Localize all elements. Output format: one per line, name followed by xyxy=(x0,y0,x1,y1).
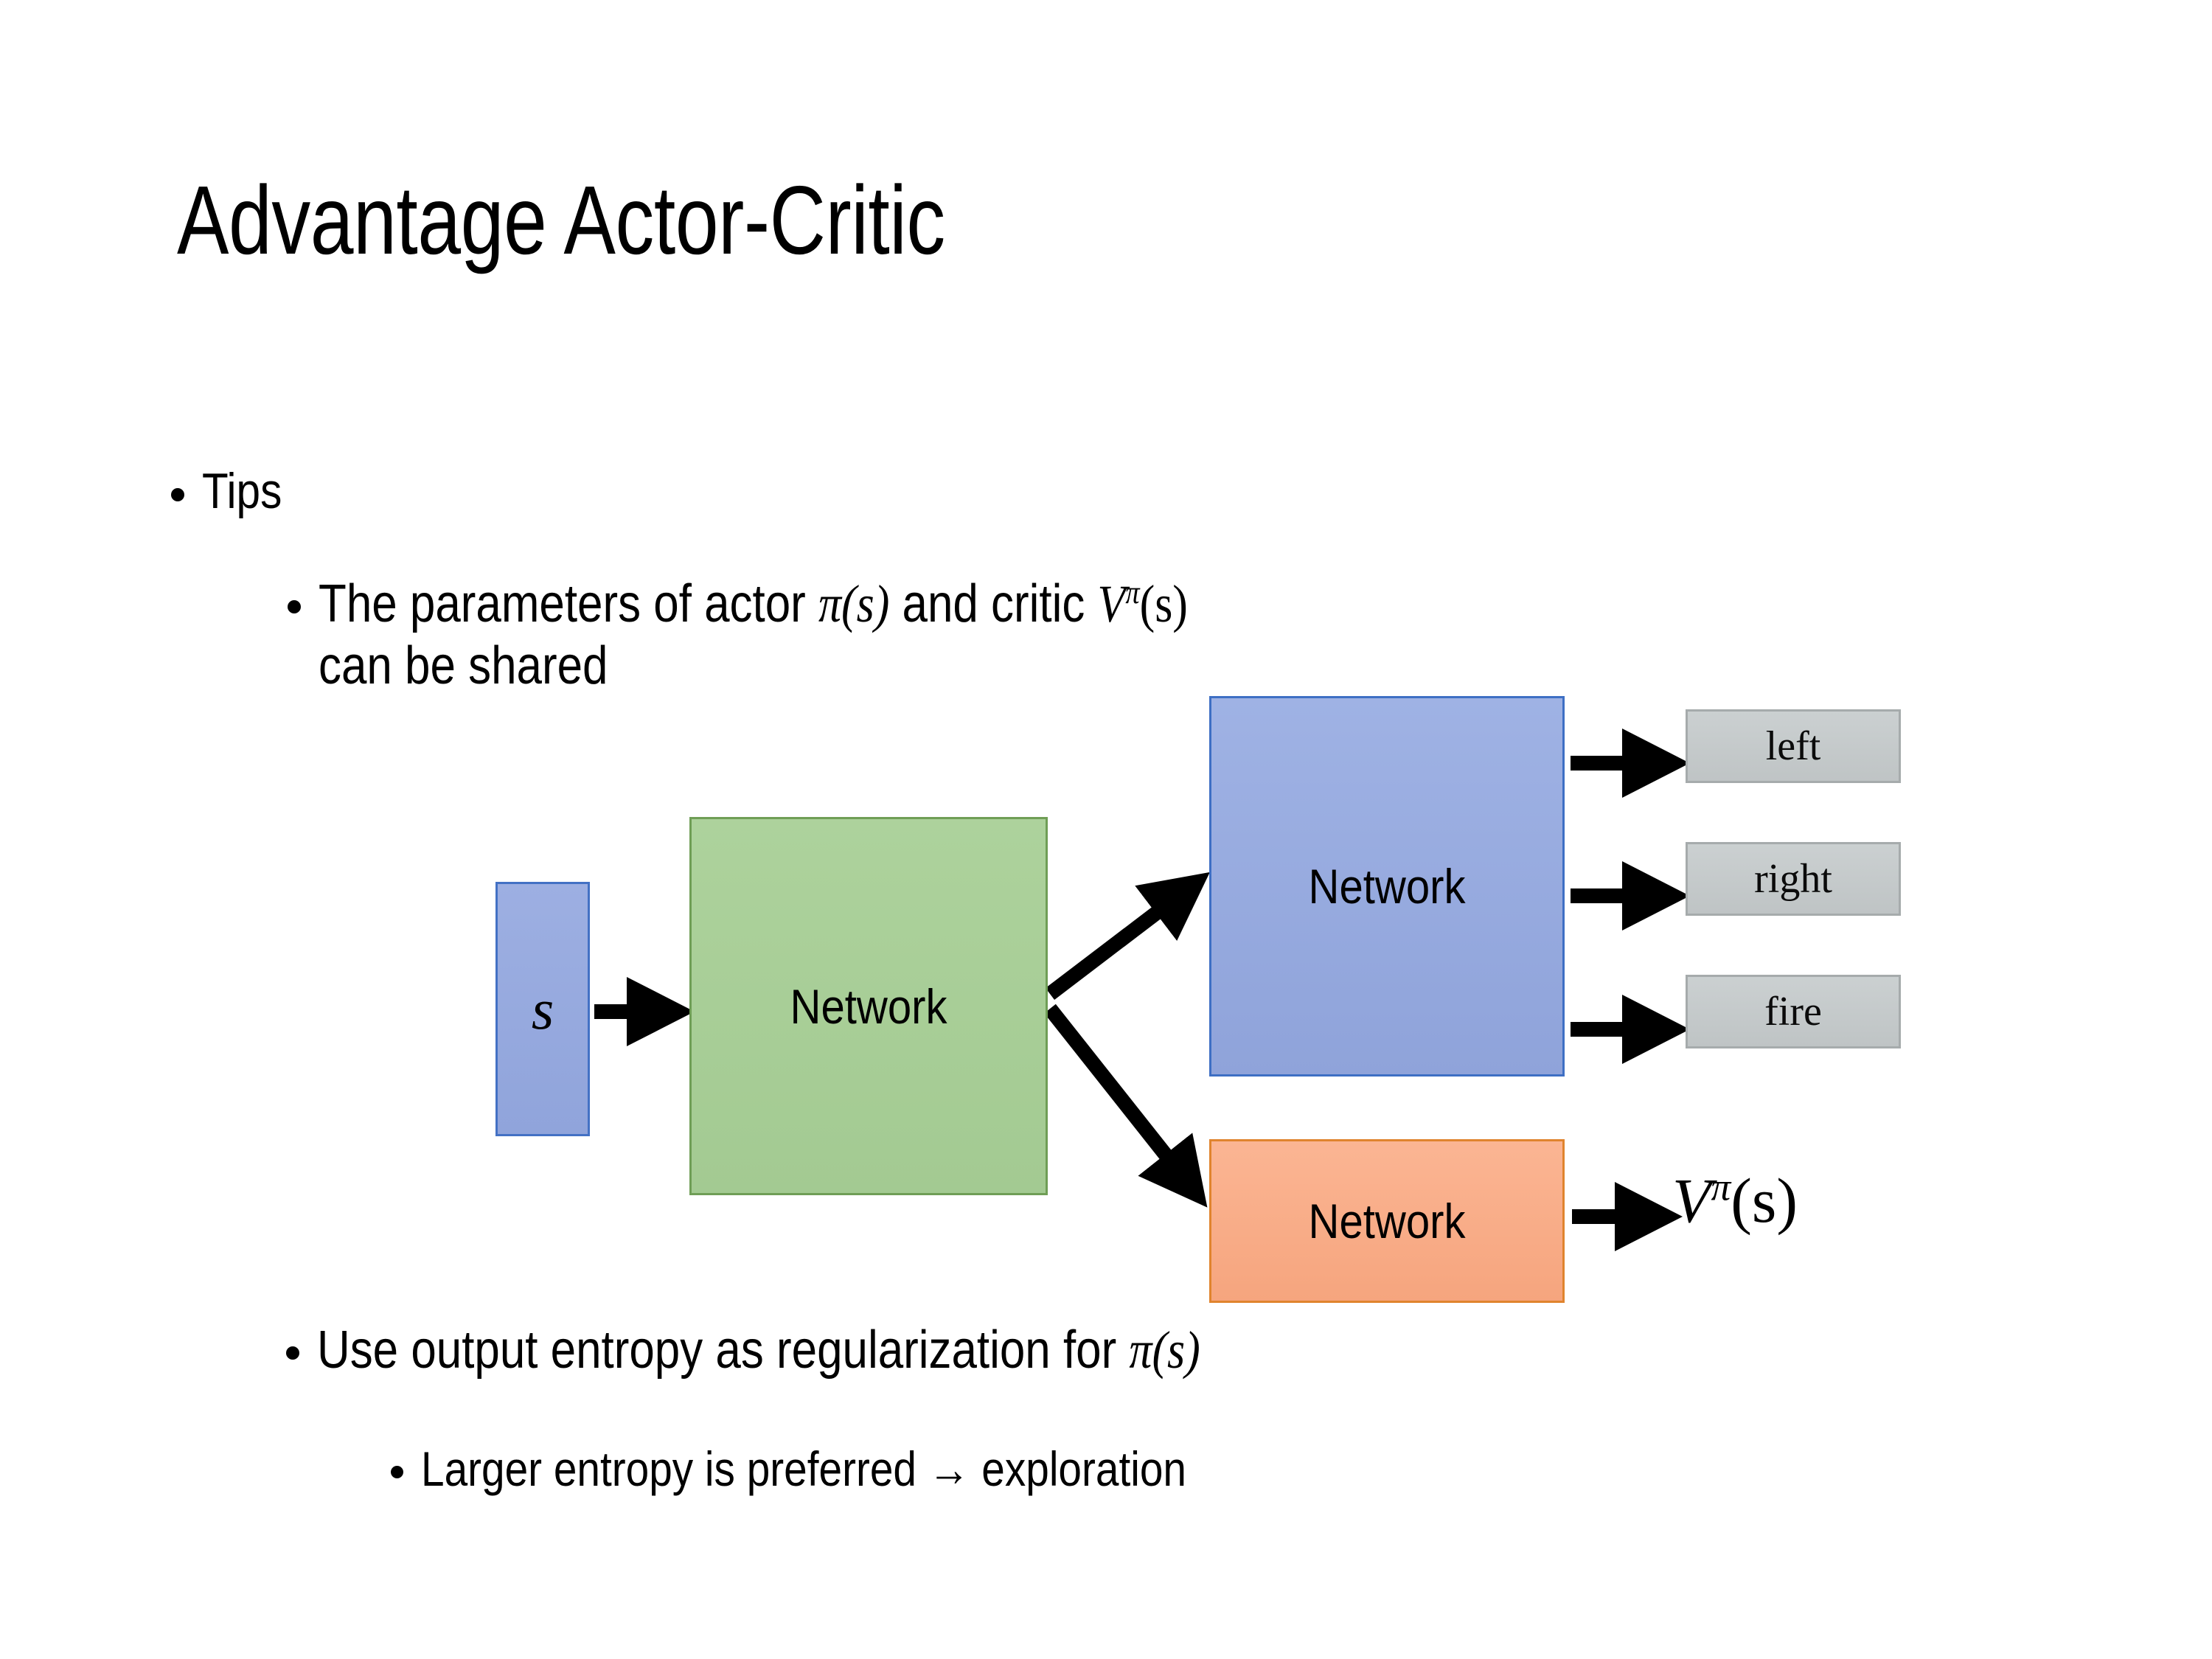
state-input-label: s xyxy=(531,976,554,1041)
critic-network-box[interactable]: Network xyxy=(1209,1139,1565,1303)
params-text-lead: The parameters of actor xyxy=(319,574,818,633)
slide-title: Advantage Actor-Critic xyxy=(177,166,945,274)
actor-policy-math: π(s) xyxy=(818,574,890,633)
arrow-shared-to-critic xyxy=(1044,1004,1208,1208)
critic-value-superscript: π xyxy=(1125,574,1140,611)
shared-network-label: Network xyxy=(790,978,947,1034)
critic-output-base: V xyxy=(1672,1165,1711,1236)
bullet-dot-icon xyxy=(286,1346,299,1360)
actor-network-box[interactable]: Network xyxy=(1209,696,1565,1077)
action-label-right: right xyxy=(1754,856,1832,902)
critic-value-base: V xyxy=(1097,574,1126,633)
critic-network-label: Network xyxy=(1308,1194,1466,1248)
bullet-shared-parameters-text: The parameters of actor π(s) and critic … xyxy=(319,574,1188,697)
actor-network-label: Network xyxy=(1308,859,1466,914)
action-label-left: left xyxy=(1765,723,1821,769)
bullet-tips-label: Tips xyxy=(202,463,282,519)
bullet-entropy-regularization: Use output entropy as regularization for… xyxy=(286,1320,1344,1382)
critic-value-argument: (s) xyxy=(1139,574,1188,633)
action-box-fire[interactable]: fire xyxy=(1686,975,1901,1048)
bullet-entropy-text: Use output entropy as regularization for… xyxy=(317,1320,1200,1382)
bullet-larger-entropy: Larger entropy is preferred → exploratio… xyxy=(391,1441,1311,1497)
arrow-shared-to-actor xyxy=(1045,872,1210,1000)
action-label-fire: fire xyxy=(1764,989,1822,1034)
critic-value-math: Vπ(s) xyxy=(1098,574,1188,633)
bullet-dot-icon xyxy=(288,600,301,613)
action-box-left[interactable]: left xyxy=(1686,709,1901,783)
action-box-right[interactable]: right xyxy=(1686,842,1901,916)
critic-output-superscript: π xyxy=(1711,1164,1731,1209)
shared-network-box[interactable]: Network xyxy=(689,817,1048,1195)
params-text-middle: and critic xyxy=(889,574,1098,633)
entropy-policy-math: π(s) xyxy=(1129,1321,1200,1380)
bullet-tips: Tips xyxy=(171,463,295,519)
bullet-dot-icon xyxy=(391,1466,403,1478)
bullet-larger-entropy-label: Larger entropy is preferred → exploratio… xyxy=(421,1441,1186,1496)
params-text-line2: can be shared xyxy=(319,636,608,695)
state-input-box[interactable]: s xyxy=(495,882,590,1136)
critic-output-value: Vπ(s) xyxy=(1672,1164,1798,1237)
bullet-shared-parameters: The parameters of actor π(s) and critic … xyxy=(288,574,1329,697)
bullet-dot-icon xyxy=(171,488,184,501)
entropy-text-lead: Use output entropy as regularization for xyxy=(317,1321,1130,1380)
critic-output-argument: (s) xyxy=(1731,1165,1798,1236)
